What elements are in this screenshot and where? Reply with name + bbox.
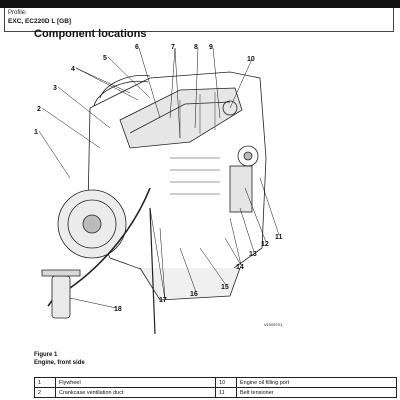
callout-6: 6 xyxy=(135,44,139,51)
profile-label: Profile: xyxy=(8,10,27,16)
callout-15: 15 xyxy=(221,284,229,291)
table-row: 1 Flywheel 10 Engine oil filling port xyxy=(34,377,397,388)
callout-14: 14 xyxy=(236,264,244,271)
callout-8: 8 xyxy=(194,44,198,51)
legend-table: 1 Flywheel 10 Engine oil filling port 2 … xyxy=(34,377,397,398)
valve-cover xyxy=(119,87,243,149)
figure-code: V1005701 xyxy=(264,322,283,327)
callout-2: 2 xyxy=(37,106,41,113)
callout-18: 18 xyxy=(114,306,122,313)
legend-text: Flywheel xyxy=(55,377,216,388)
callout-11: 11 xyxy=(275,234,283,241)
filter-housing xyxy=(229,165,253,213)
callout-12: 12 xyxy=(261,241,269,248)
legend-text: Belt tensioner xyxy=(236,387,397,398)
callout-13: 13 xyxy=(249,251,257,258)
callout-5: 5 xyxy=(103,55,107,62)
oil-filling-port xyxy=(222,100,238,116)
callout-1: 1 xyxy=(34,129,38,136)
callout-10: 10 xyxy=(247,56,255,63)
section-title: Component locations xyxy=(34,28,147,40)
top-bar xyxy=(0,0,400,8)
figure-label: Figure 1 xyxy=(34,352,58,358)
table-row: 2 Crankcase ventilation duct 11 Belt ten… xyxy=(34,387,397,398)
callout-9: 9 xyxy=(209,44,213,51)
callout-4: 4 xyxy=(71,66,75,73)
profile-box: Profile: EXC, EC220D L [GB] xyxy=(4,8,394,32)
engine-illustration: 1 2 3 4 5 6 7 8 9 10 11 12 13 14 15 16 1… xyxy=(30,38,336,336)
legend-number: 11 xyxy=(215,387,237,398)
legend-number: 2 xyxy=(34,387,56,398)
legend-text: Engine oil filling port xyxy=(236,377,397,388)
legend-text: Crankcase ventilation duct xyxy=(55,387,216,398)
engine-drawing: 1 2 3 4 5 6 7 8 9 10 11 12 13 14 15 16 1… xyxy=(34,44,283,335)
profile-value: EXC, EC220D L [GB] xyxy=(8,18,72,25)
callout-7: 7 xyxy=(171,44,175,51)
callout-16: 16 xyxy=(190,291,198,298)
oil-pan xyxy=(139,267,241,301)
figure-title: Engine, front side xyxy=(34,360,85,366)
callout-3: 3 xyxy=(53,85,57,92)
callout-17: 17 xyxy=(159,297,167,304)
belt-tensioner xyxy=(237,145,259,167)
filter-canister xyxy=(51,275,71,319)
legend-number: 1 xyxy=(34,377,56,388)
legend-number: 10 xyxy=(215,377,237,388)
